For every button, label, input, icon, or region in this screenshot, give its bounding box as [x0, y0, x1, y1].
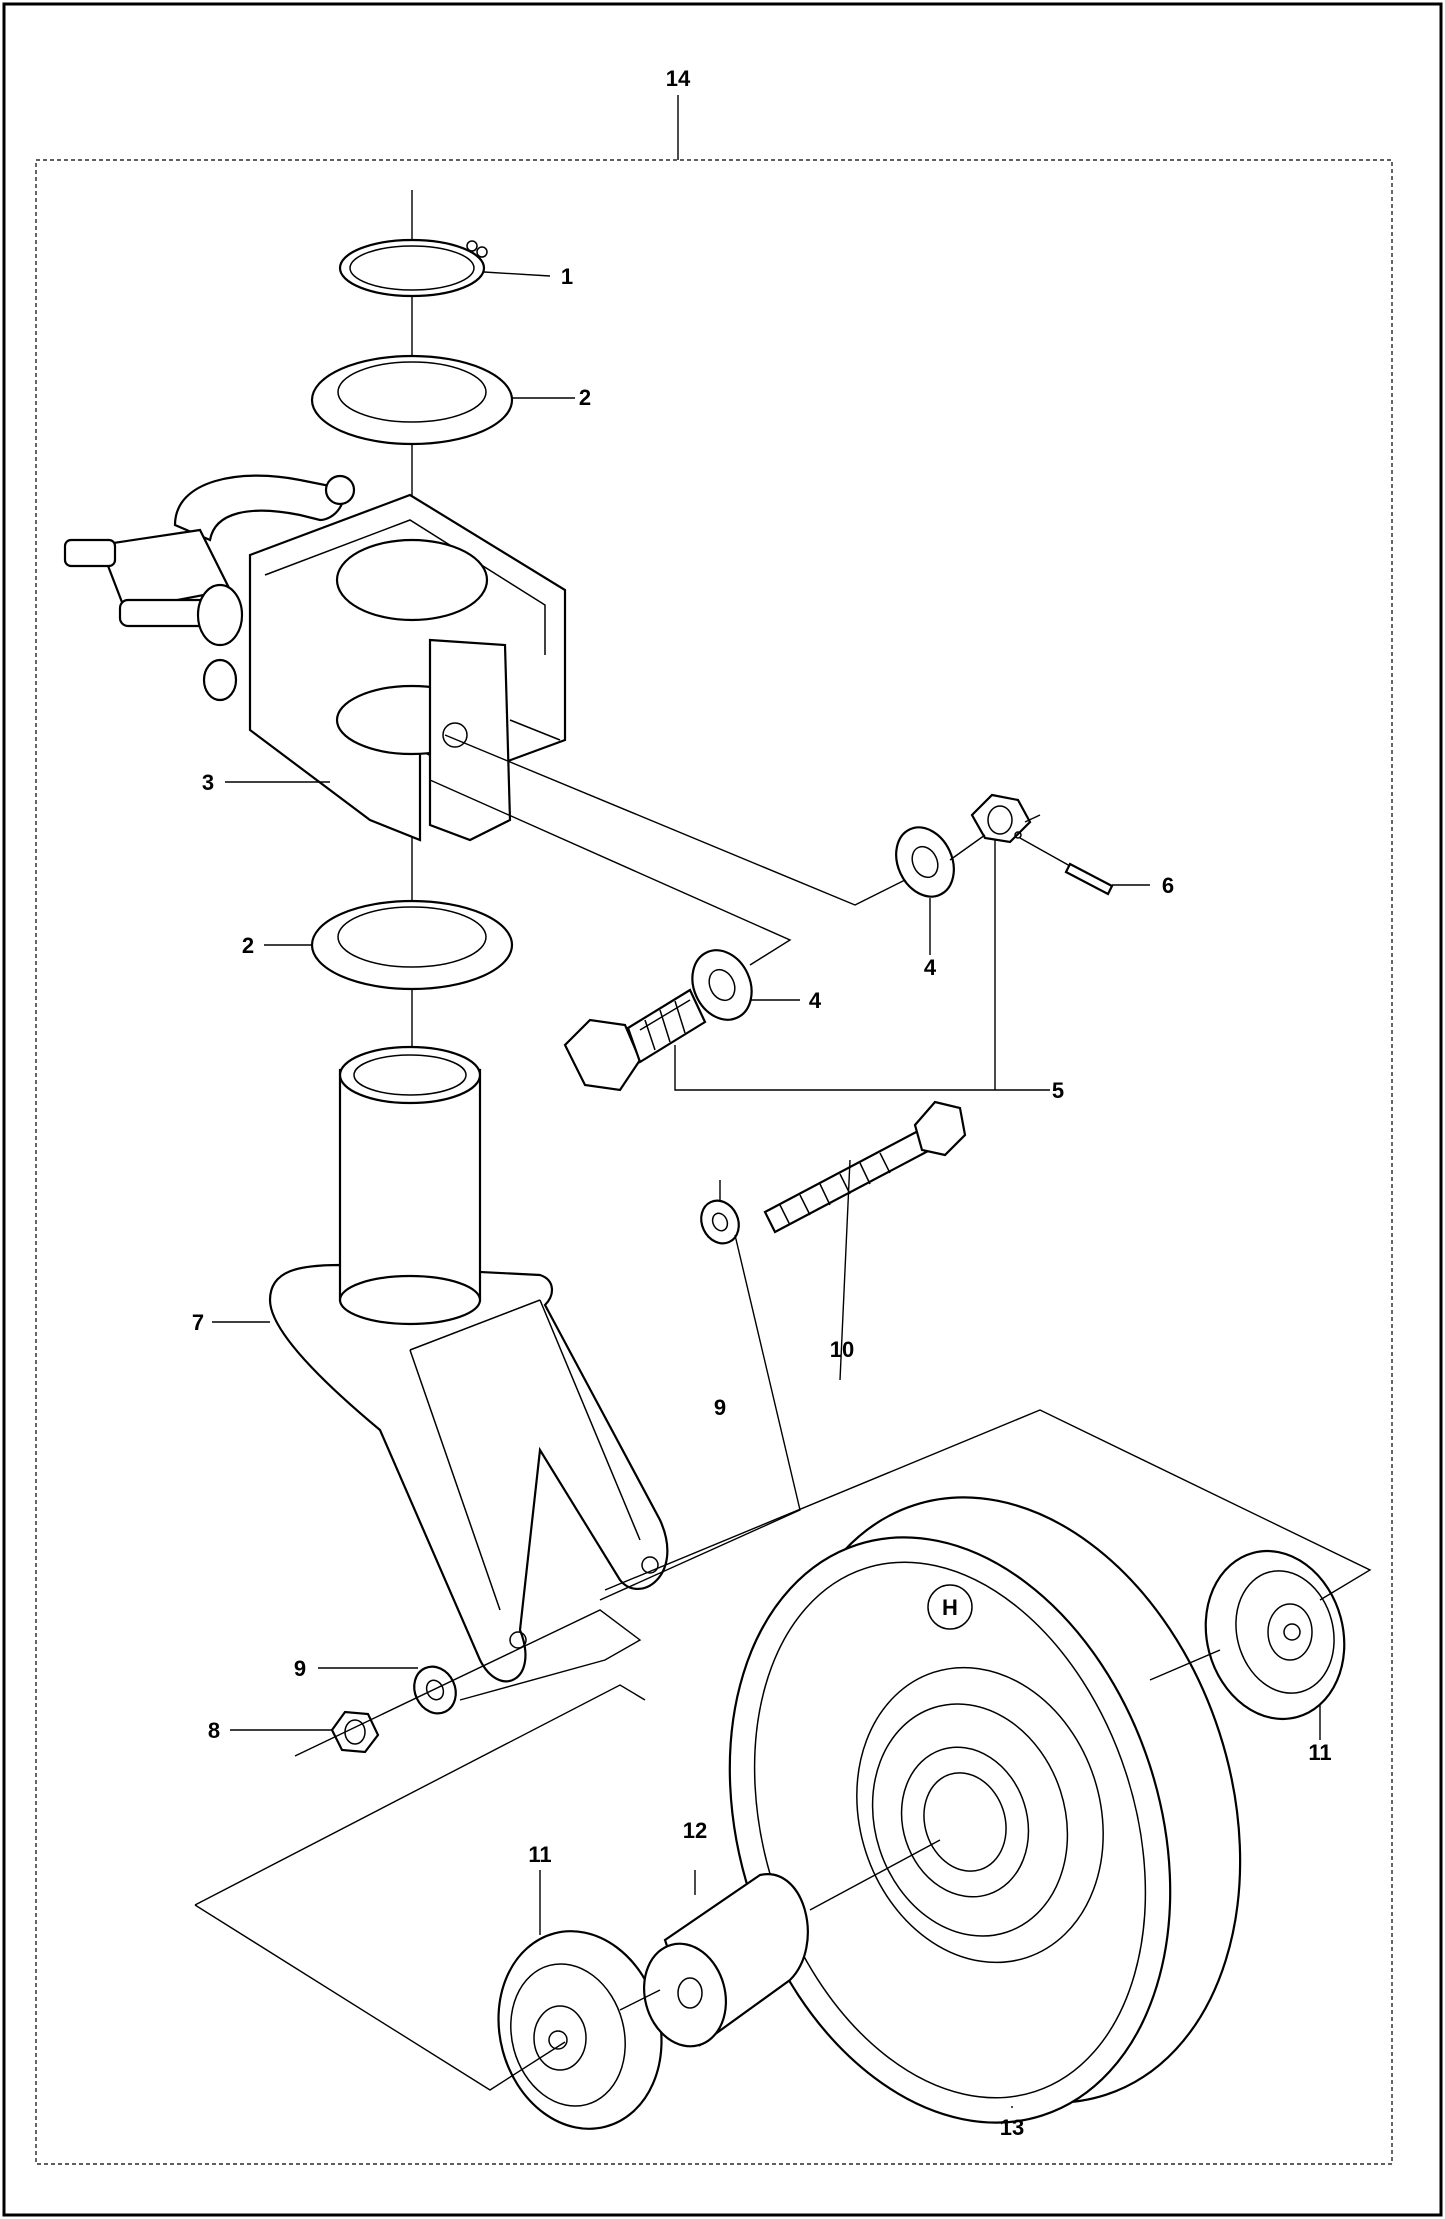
- part-13-pulley-wheel: H: [728, 1496, 1242, 2124]
- callout-6: 6: [1162, 873, 1174, 898]
- part-2-lower-washer: [310, 899, 514, 991]
- part-10-long-bolt: [763, 1100, 967, 1234]
- part-9-upper-washer: [700, 1199, 740, 1245]
- part-12-spacer: [642, 1873, 809, 2048]
- callout-5: 5: [1052, 1078, 1064, 1103]
- husqvarna-logo-icon: H: [927, 1584, 973, 1630]
- callout-12: 12: [683, 1818, 707, 1843]
- callout-2-lower: 2: [242, 933, 254, 958]
- part-3-clamp-bracket: [63, 474, 567, 842]
- callout-2-upper: 2: [579, 385, 591, 410]
- part-8-lock-nut: [330, 1710, 380, 1754]
- callout-10: 10: [830, 1337, 854, 1362]
- callout-11-left: 11: [528, 1842, 551, 1867]
- part-4-middle-washer: [691, 949, 753, 1021]
- part-4-right-washer: [895, 826, 955, 898]
- callout-leaders: [212, 271, 1321, 2108]
- callout-1: 1: [561, 264, 573, 289]
- callout-14: 14: [666, 66, 691, 91]
- assembly-lines: [194, 734, 1372, 2091]
- logo-text: H: [942, 1595, 958, 1620]
- part-11-right-flange: [1204, 1549, 1346, 1721]
- part-5-bolt: [563, 988, 707, 1092]
- part-5-nut: [970, 793, 1032, 844]
- part-6-pin: [1064, 862, 1114, 896]
- callout-4-right: 4: [924, 955, 937, 980]
- callout-3: 3: [202, 770, 214, 795]
- part-1-retaining-ring: [338, 238, 488, 298]
- callout-4-middle: 4: [809, 988, 822, 1013]
- part-11-left-flange: [497, 1930, 663, 2130]
- callout-9-upper: 9: [714, 1395, 726, 1420]
- part-9-lower-washer: [413, 1665, 457, 1715]
- part-7-pivot-fork: [268, 1045, 669, 1683]
- callout-13: 13: [1000, 2115, 1024, 2140]
- callout-11-right: 11: [1308, 1740, 1331, 1765]
- callout-9-lower: 9: [294, 1656, 306, 1681]
- callout-7: 7: [192, 1310, 204, 1335]
- callout-8: 8: [208, 1718, 220, 1743]
- part-2-upper-washer: [310, 354, 514, 446]
